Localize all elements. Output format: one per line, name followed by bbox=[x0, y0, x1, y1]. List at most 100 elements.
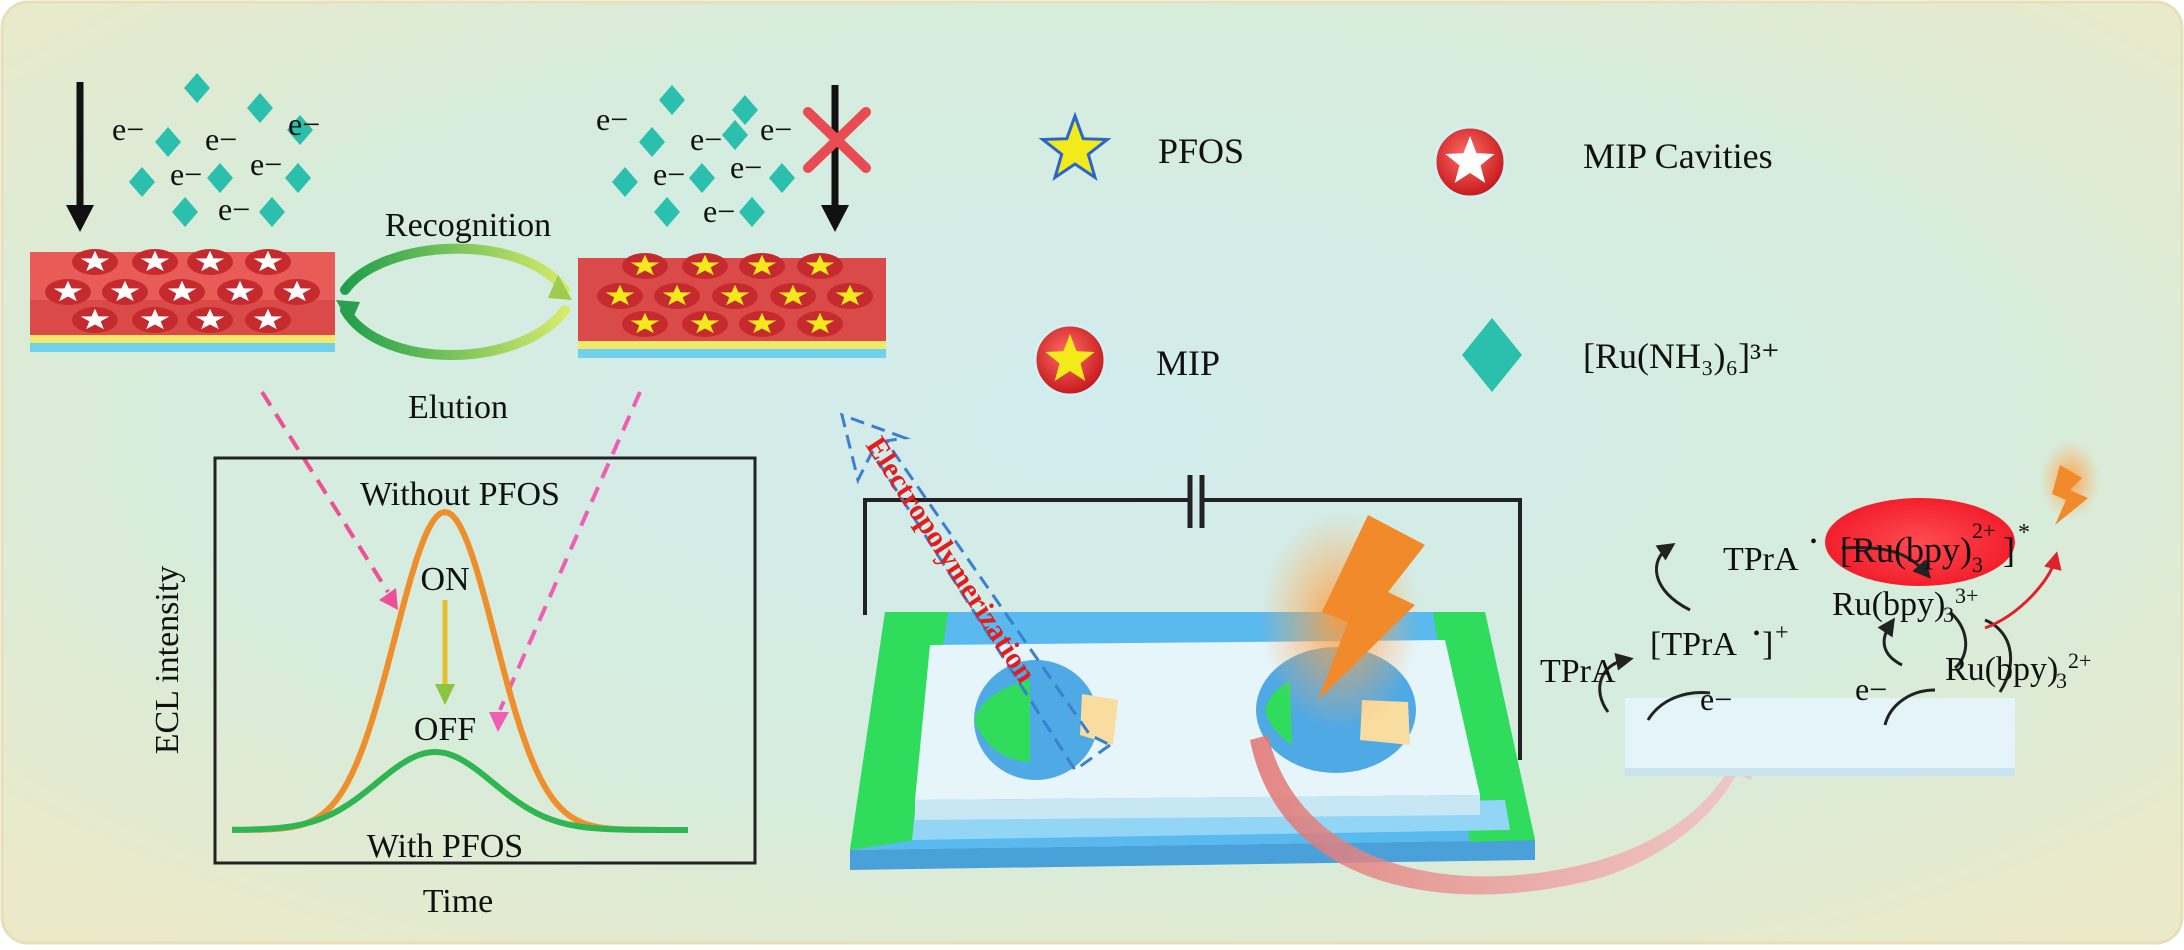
with-pfos-curve bbox=[232, 748, 688, 833]
with-pfos-label: With PFOS bbox=[367, 828, 523, 865]
mip-cavity-tray bbox=[30, 249, 335, 352]
excited-close: ] bbox=[2003, 530, 2015, 570]
tpra-radical-label: TPrA bbox=[1723, 541, 1799, 578]
ru-nh3-diamond bbox=[689, 163, 715, 193]
cavity-star-icon bbox=[80, 308, 110, 330]
electron-label: e− bbox=[218, 191, 250, 227]
ru2-charge: 2+ bbox=[2068, 648, 2091, 673]
radical-dot-sup: • bbox=[1753, 623, 1760, 645]
ru-nh3-diamond bbox=[207, 163, 233, 193]
electron-label: e− bbox=[760, 111, 792, 147]
ru2-label: Ru(bpy) bbox=[1945, 651, 2058, 688]
legend-ru-nh3: [Ru(NH₃)₆]³⁺ bbox=[1583, 336, 1780, 376]
cavity-star-icon bbox=[195, 308, 225, 330]
mip-pfos-tray bbox=[578, 253, 886, 358]
ru2-subscript: 3 bbox=[2056, 668, 2067, 693]
pink-dashed-arrow-left bbox=[260, 390, 390, 594]
x-axis-label: Time bbox=[423, 883, 494, 920]
excited-star: * bbox=[2018, 520, 2030, 546]
pfos-star-icon bbox=[630, 254, 660, 276]
cavity-star-icon bbox=[253, 250, 283, 272]
mip-icon bbox=[1033, 323, 1107, 397]
electrode-surface bbox=[1625, 698, 2015, 768]
cavity-star-icon bbox=[80, 250, 110, 272]
pfos-star-icon bbox=[630, 312, 660, 334]
pfos-star-icon bbox=[1038, 111, 1112, 182]
pfos-star-icon bbox=[747, 312, 777, 334]
off-label: OFF bbox=[414, 711, 476, 748]
excited-ru-label: [Ru(bpy) bbox=[1840, 530, 1972, 570]
ru-nh3-diamond bbox=[769, 163, 795, 193]
excited-state-glow bbox=[1825, 498, 2015, 586]
electron-labels: e−e−e−e−e−e−e−e−e−e−e−e− bbox=[112, 101, 792, 229]
radical-dot-sup: • bbox=[1810, 531, 1817, 553]
ru-nh3-diamond bbox=[129, 167, 155, 197]
ru-nh3-diamond bbox=[172, 197, 198, 227]
electron-label: e− bbox=[205, 121, 237, 157]
ru-nh3-diamond bbox=[285, 163, 311, 193]
ru-nh3-diamond bbox=[259, 197, 285, 227]
mech-arrow bbox=[1646, 690, 1711, 721]
ru-nh3-diamond bbox=[659, 85, 685, 115]
legend-mip: MIP bbox=[1156, 343, 1220, 383]
pfos-star-icon bbox=[720, 284, 750, 306]
emission-arrow bbox=[1984, 551, 2062, 630]
excited-subscript: 3 bbox=[1972, 552, 1983, 577]
ecl-graph bbox=[213, 456, 757, 865]
arrow-head-icon bbox=[821, 205, 849, 232]
electron-label-mech: e− bbox=[1855, 671, 1887, 707]
mech-arrow bbox=[1877, 617, 1903, 667]
pfos-star-icon bbox=[747, 254, 777, 276]
electron-label: e− bbox=[112, 111, 144, 147]
ecl-mechanism: TPrA [TPrA • ] + TPrA • Ru(bpy) 3 3+ Ru(… bbox=[1540, 440, 2100, 776]
ru-nh3-diamond-icon bbox=[1462, 318, 1522, 392]
electropolymerization-arrow bbox=[839, 412, 1113, 773]
cavity-star-icon bbox=[140, 308, 170, 330]
electron-label: e− bbox=[653, 156, 685, 192]
electron-label: e− bbox=[596, 101, 628, 137]
pfos-star-icon bbox=[805, 254, 835, 276]
blocked-x-icon bbox=[803, 107, 871, 173]
cavity-star-icon bbox=[253, 308, 283, 330]
tpra-label: TPrA bbox=[1540, 653, 1616, 690]
circuit-wire-left bbox=[863, 498, 1190, 615]
cavity-star-icon bbox=[225, 280, 255, 302]
pfos-star-icon bbox=[690, 254, 720, 276]
pfos-star-icon bbox=[805, 312, 835, 334]
mech-arrow bbox=[1883, 688, 1936, 726]
mip-cavities-icon bbox=[1433, 125, 1507, 199]
legend-pfos: PFOS bbox=[1158, 131, 1244, 171]
mech-arrow bbox=[1598, 652, 1634, 713]
electron-label: e− bbox=[730, 149, 762, 185]
pfos-star-icon bbox=[605, 284, 635, 306]
legend: PFOS MIP Cavities MIP [Ru(NH₃)₆]³⁺ bbox=[1033, 111, 1780, 397]
electron-label: e− bbox=[703, 193, 735, 229]
without-pfos-label: Without PFOS bbox=[360, 476, 560, 513]
arrow-head-icon bbox=[66, 205, 94, 232]
excited-charge: 2+ bbox=[1972, 518, 1995, 543]
lightning-bolt-icon bbox=[1318, 515, 1425, 700]
arrow-head-icon bbox=[379, 588, 398, 610]
arrow-head-icon bbox=[435, 684, 455, 705]
ru-nh3-diamond bbox=[739, 197, 765, 227]
ru3-label: Ru(bpy) bbox=[1832, 586, 1945, 623]
cavity-star-icon bbox=[167, 280, 197, 302]
ru-nh3-diamond bbox=[184, 73, 210, 103]
pink-dashed-arrow-right bbox=[498, 391, 642, 711]
y-axis-label: ECL intensity bbox=[149, 566, 186, 755]
ru3-charge: 3+ bbox=[1955, 583, 1978, 608]
electron-label: e− bbox=[288, 106, 320, 142]
ru-nh3-diamond bbox=[612, 167, 638, 197]
recognition-elution-cycle bbox=[336, 243, 572, 360]
ru-nh3-diamond bbox=[722, 120, 748, 150]
ru-nh3-diamond bbox=[639, 127, 665, 157]
ru-nh3-diamond bbox=[155, 127, 181, 157]
electron-label: e− bbox=[250, 146, 282, 182]
tpra-cation-label: [TPrA bbox=[1650, 626, 1737, 663]
ru-nh3-diamond bbox=[654, 197, 680, 227]
ru3-subscript: 3 bbox=[1943, 602, 1954, 627]
ru-nh3-diamond bbox=[287, 115, 313, 145]
pfos-star-icon bbox=[662, 284, 692, 306]
